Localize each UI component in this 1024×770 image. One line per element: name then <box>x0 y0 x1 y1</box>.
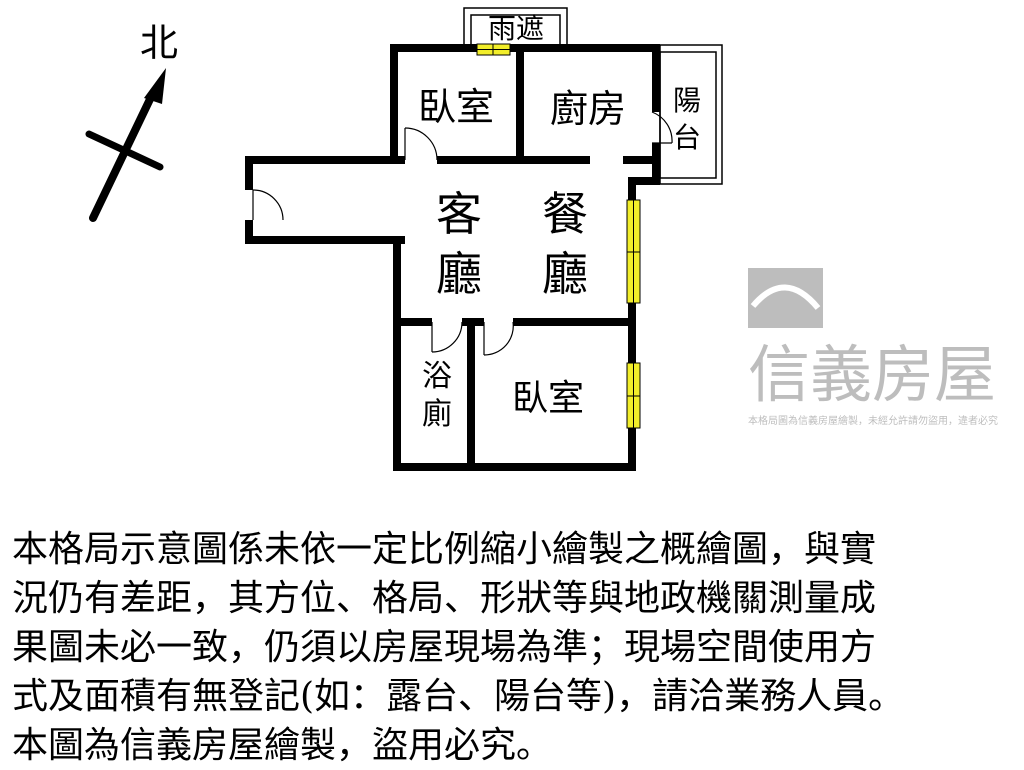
walls <box>245 44 660 471</box>
disclaimer-line: 本格局示意圖係未依一定比例縮小繪製之概繪圖，與實 <box>12 529 877 570</box>
label-bedroom-bottom: 臥室 <box>512 378 584 419</box>
floor-plan: 北 信義房屋 本格局圖為信義房屋繪製，未經允許請勿盜用，違者必究 <box>85 7 998 471</box>
disclaimer-line: 式及面積有無登記(如：露台、陽台等)，請洽業務人員。 <box>12 676 905 717</box>
door-icon <box>252 111 673 356</box>
watermark: 信義房屋 本格局圖為信義房屋繪製，未經允許請勿盜用，違者必究 <box>748 268 998 427</box>
label-living-1: 客 <box>436 187 482 241</box>
label-kitchen: 廚房 <box>550 87 626 131</box>
watermark-brand: 信義房屋 <box>748 338 996 411</box>
label-dining-2: 廳 <box>542 247 588 301</box>
balcony-outline <box>659 44 723 185</box>
label-dining-1: 餐 <box>542 187 588 241</box>
label-rain-shelter: 雨遮 <box>488 12 544 45</box>
disclaimer-line: 況仍有差距，其方位、格局、形狀等與地政機關測量成 <box>12 578 877 619</box>
compass-label: 北 <box>140 21 178 65</box>
label-balcony-1: 陽 <box>673 84 701 117</box>
watermark-notice: 本格局圖為信義房屋繪製，未經允許請勿盜用，違者必究 <box>748 414 998 427</box>
disclaimer-line: 果圖未必一致，仍須以房屋現場為準；現場空間使用方 <box>12 627 877 668</box>
window-icon <box>476 43 641 429</box>
label-living-2: 廳 <box>436 247 482 301</box>
label-bath-1: 浴 <box>422 359 452 394</box>
label-bedroom-top: 臥室 <box>418 85 494 129</box>
disclaimer: 本格局示意圖係未依一定比例縮小繪製之概繪圖，與實 況仍有差距，其方位、格局、形狀… <box>12 525 1012 770</box>
disclaimer-line: 本圖為信義房屋繪製，盜用必究。 <box>12 725 553 766</box>
label-bath-2: 廁 <box>422 397 452 432</box>
north-arrow-icon <box>85 68 166 222</box>
label-balcony-2: 台 <box>673 121 701 154</box>
watermark-logo-icon <box>748 268 823 328</box>
